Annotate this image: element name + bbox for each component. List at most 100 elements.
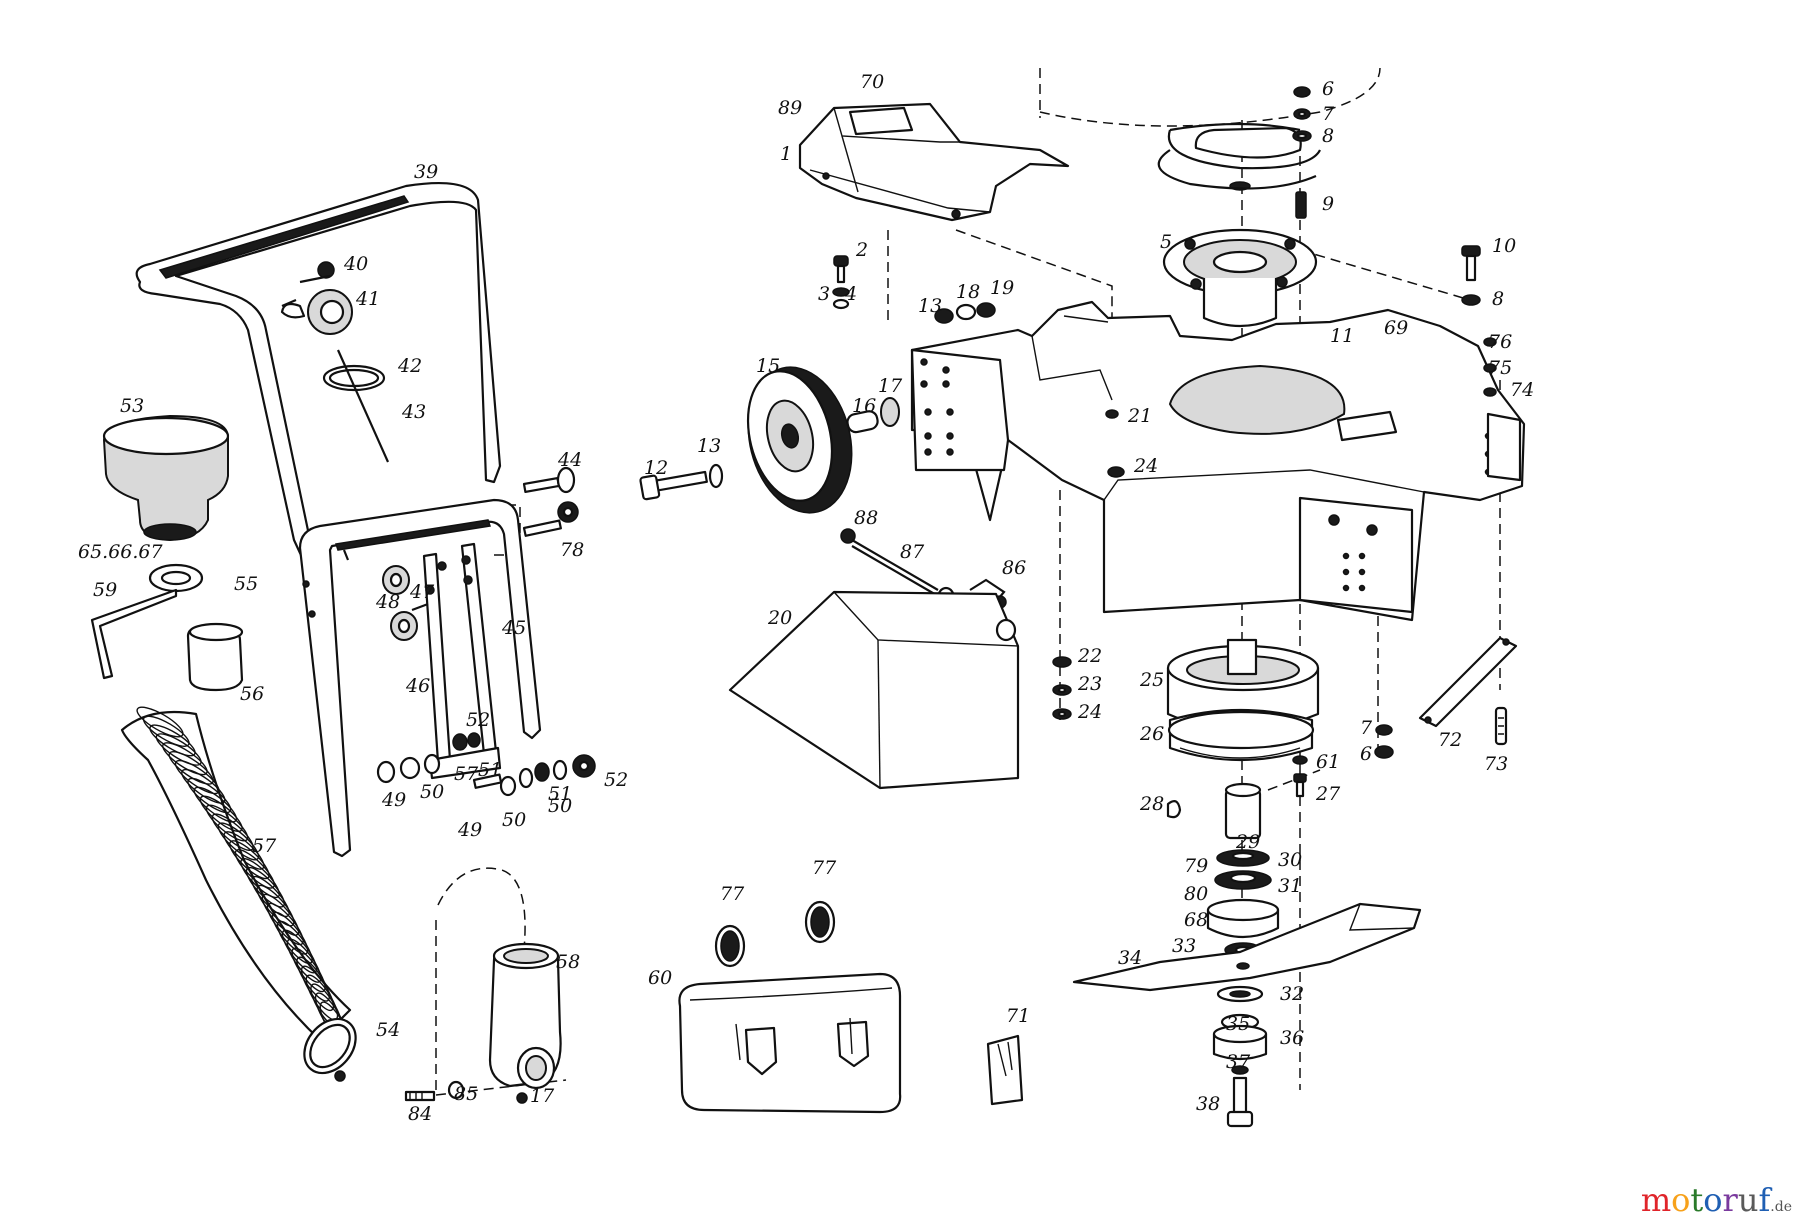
part-label: 51 — [478, 759, 502, 781]
logo-letter: r — [1722, 1181, 1738, 1219]
part-label: 53 — [120, 395, 144, 417]
part-label: 78 — [560, 539, 584, 561]
collector-hose — [120, 706, 352, 1049]
part-label: 65.66.67 — [78, 541, 164, 563]
part-label: 68 — [1184, 909, 1208, 931]
axle-bolt — [639, 463, 724, 501]
part-label: 38 — [1196, 1093, 1220, 1115]
cable-ring — [322, 349, 390, 463]
logo-letter: o — [1671, 1181, 1691, 1219]
suction-cap — [90, 414, 244, 692]
lower-handle — [298, 498, 542, 858]
motor-flange — [1162, 228, 1318, 328]
hose-rib — [149, 724, 196, 757]
part-label: 79 — [1184, 855, 1208, 877]
part-label: 34 — [1118, 947, 1142, 969]
hose-rib — [136, 706, 184, 738]
part-label: 76 — [1488, 331, 1512, 353]
part-label: 50 — [420, 781, 444, 803]
part-label: 75 — [1488, 357, 1512, 379]
part-label: 87 — [900, 541, 925, 563]
part-label: 11 — [1330, 325, 1354, 347]
logo-letter: m — [1640, 1181, 1672, 1219]
part-label: 13 — [697, 435, 721, 457]
part-label: 41 — [355, 288, 380, 310]
elbow-screw — [404, 1080, 528, 1104]
part-label: 15 — [756, 355, 780, 377]
part-label: 52 — [466, 709, 490, 731]
part-label: 26 — [1139, 723, 1164, 745]
part-label: 72 — [1438, 729, 1462, 751]
part-label: 59 — [93, 579, 117, 601]
part-label: 43 — [401, 401, 426, 423]
part-label: 56 — [240, 683, 264, 705]
hose-rib — [142, 715, 190, 747]
hose-clamp — [303, 1017, 357, 1082]
part-label: 55 — [234, 573, 258, 595]
logo-letter: f — [1758, 1181, 1771, 1219]
part-label: 49 — [457, 819, 482, 841]
part-label: 7 — [1360, 717, 1373, 739]
part-label: 13 — [918, 295, 942, 317]
hardware-22-24 — [1052, 656, 1072, 720]
part-label: 85 — [454, 1083, 478, 1105]
part-label: 17 — [878, 375, 903, 397]
part-label: 89 — [778, 97, 802, 119]
part-label: 4 — [844, 283, 857, 305]
part-label: 24 — [1077, 701, 1102, 723]
part-label: 77 — [720, 883, 745, 905]
upper-handle — [135, 181, 502, 568]
part-label: 1 — [780, 143, 792, 165]
part-label: 51 — [548, 783, 572, 805]
part-label: 49 — [381, 789, 406, 811]
part-label: 44 — [557, 449, 582, 471]
hose-rib — [266, 902, 304, 946]
part-label: 48 — [375, 591, 400, 613]
part-label: 25 — [1139, 669, 1164, 691]
strap-72 — [1418, 636, 1518, 746]
part-label: 35 — [1226, 1013, 1250, 1035]
spindle-assembly — [1166, 782, 1280, 958]
part-label: 27 — [1315, 783, 1341, 805]
part-label: 40 — [343, 253, 368, 275]
part-label: 9 — [1322, 193, 1334, 215]
logo-letter: o — [1703, 1181, 1723, 1219]
part-label: 74 — [1510, 379, 1534, 401]
part-label: 32 — [1280, 983, 1304, 1005]
site-logo: motoruf.de — [1641, 1181, 1792, 1219]
part-label: 52 — [604, 769, 628, 791]
part-label: 37 — [1226, 1051, 1251, 1073]
part-label: 30 — [1278, 849, 1302, 871]
handle-hardware-lower — [376, 732, 596, 797]
part-label: 70 — [860, 71, 884, 93]
part-label: 17 — [530, 1085, 555, 1107]
part-label: 77 — [812, 857, 837, 879]
deck-holes-left — [920, 358, 954, 456]
handle-clamp — [280, 261, 353, 335]
part-label: 46 — [405, 675, 430, 697]
part-label: 61 — [1316, 751, 1340, 773]
part-label: 39 — [414, 161, 438, 183]
hose-rib — [211, 813, 254, 851]
hose-rib — [261, 893, 300, 936]
part-label: 28 — [1139, 793, 1164, 815]
part-label: 8 — [1322, 125, 1334, 147]
part-label: 23 — [1077, 673, 1102, 695]
part-label: 20 — [767, 607, 792, 629]
hose-rib — [162, 742, 208, 776]
bolt-10 — [1461, 245, 1481, 306]
part-label: 88 — [854, 507, 878, 529]
part-label: 12 — [644, 457, 668, 479]
hose-rib — [229, 840, 270, 880]
part-label: 42 — [397, 355, 422, 377]
part-label: 54 — [376, 1019, 400, 1041]
grass-bag — [678, 900, 902, 1114]
linkage-rods — [422, 542, 502, 780]
part-label: 50 — [502, 809, 526, 831]
screw-2 — [832, 255, 850, 310]
part-label: 8 — [1492, 288, 1504, 310]
suction-elbow — [488, 942, 562, 1090]
